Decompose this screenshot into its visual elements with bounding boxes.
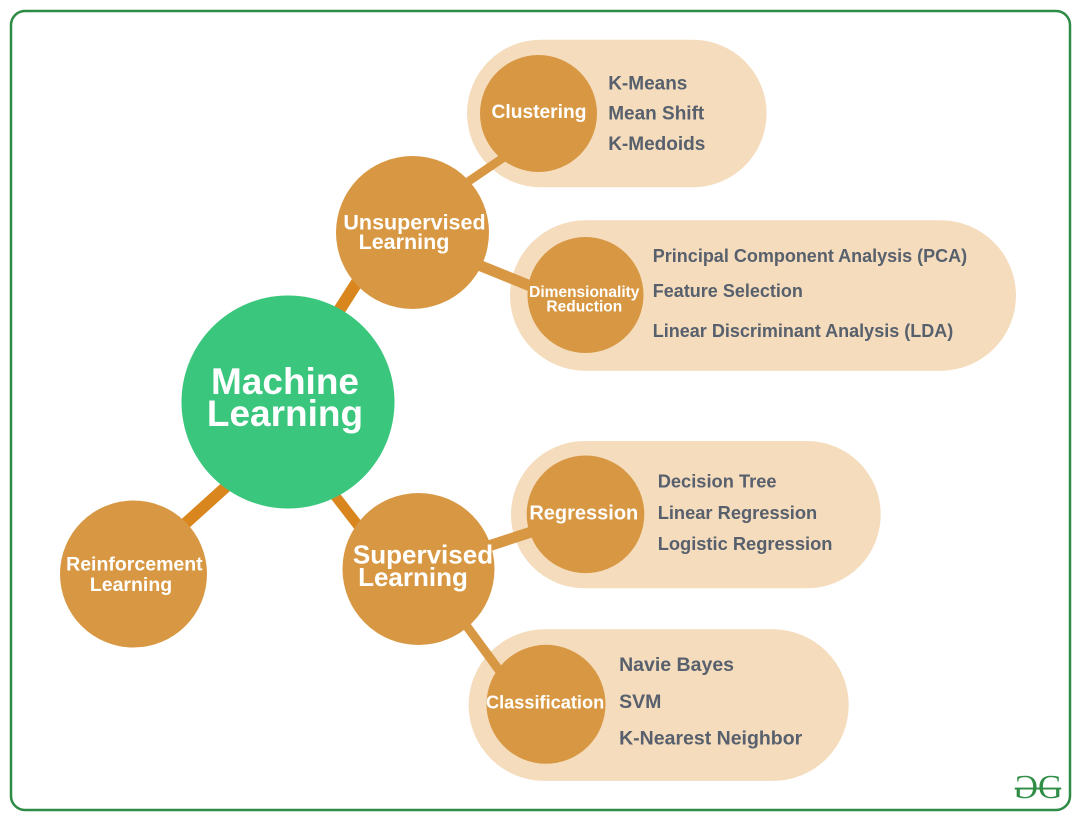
svg-text:Learning: Learning [359, 230, 450, 254]
svg-text:Linear Discriminant Analysis (: Linear Discriminant Analysis (LDA) [653, 321, 953, 341]
svg-text:SVM: SVM [619, 691, 661, 713]
svg-text:Unsupervised: Unsupervised [343, 210, 485, 234]
svg-text:Learning: Learning [358, 562, 468, 592]
svg-text:G: G [1013, 769, 1038, 806]
svg-text:Regression: Regression [529, 502, 638, 524]
svg-text:Principal Component Analysis (: Principal Component Analysis (PCA) [653, 246, 967, 266]
svg-text:Decision Tree: Decision Tree [658, 470, 777, 491]
svg-text:K-Nearest Neighbor: K-Nearest Neighbor [619, 727, 803, 749]
svg-text:Classification: Classification [486, 693, 604, 713]
svg-text:Learning: Learning [207, 393, 363, 434]
svg-text:G: G [1038, 769, 1063, 806]
svg-text:Logistic Regression: Logistic Regression [658, 533, 833, 554]
svg-text:Mean Shift: Mean Shift [608, 104, 705, 125]
svg-text:Machine: Machine [211, 361, 359, 402]
svg-text:Dimensionality: Dimensionality [529, 284, 640, 301]
svg-text:K-Means: K-Means [608, 73, 687, 94]
svg-text:Feature Selection: Feature Selection [653, 281, 803, 301]
svg-text:Reinforcement: Reinforcement [66, 554, 203, 576]
svg-text:Supervised: Supervised [353, 539, 493, 569]
svg-text:Linear Regression: Linear Regression [658, 502, 818, 523]
svg-text:Learning: Learning [90, 574, 172, 596]
svg-text:Clustering: Clustering [492, 102, 587, 123]
svg-text:Navie Bayes: Navie Bayes [619, 654, 734, 676]
svg-text:Reduction: Reduction [546, 298, 622, 315]
svg-text:K-Medoids: K-Medoids [608, 134, 705, 155]
